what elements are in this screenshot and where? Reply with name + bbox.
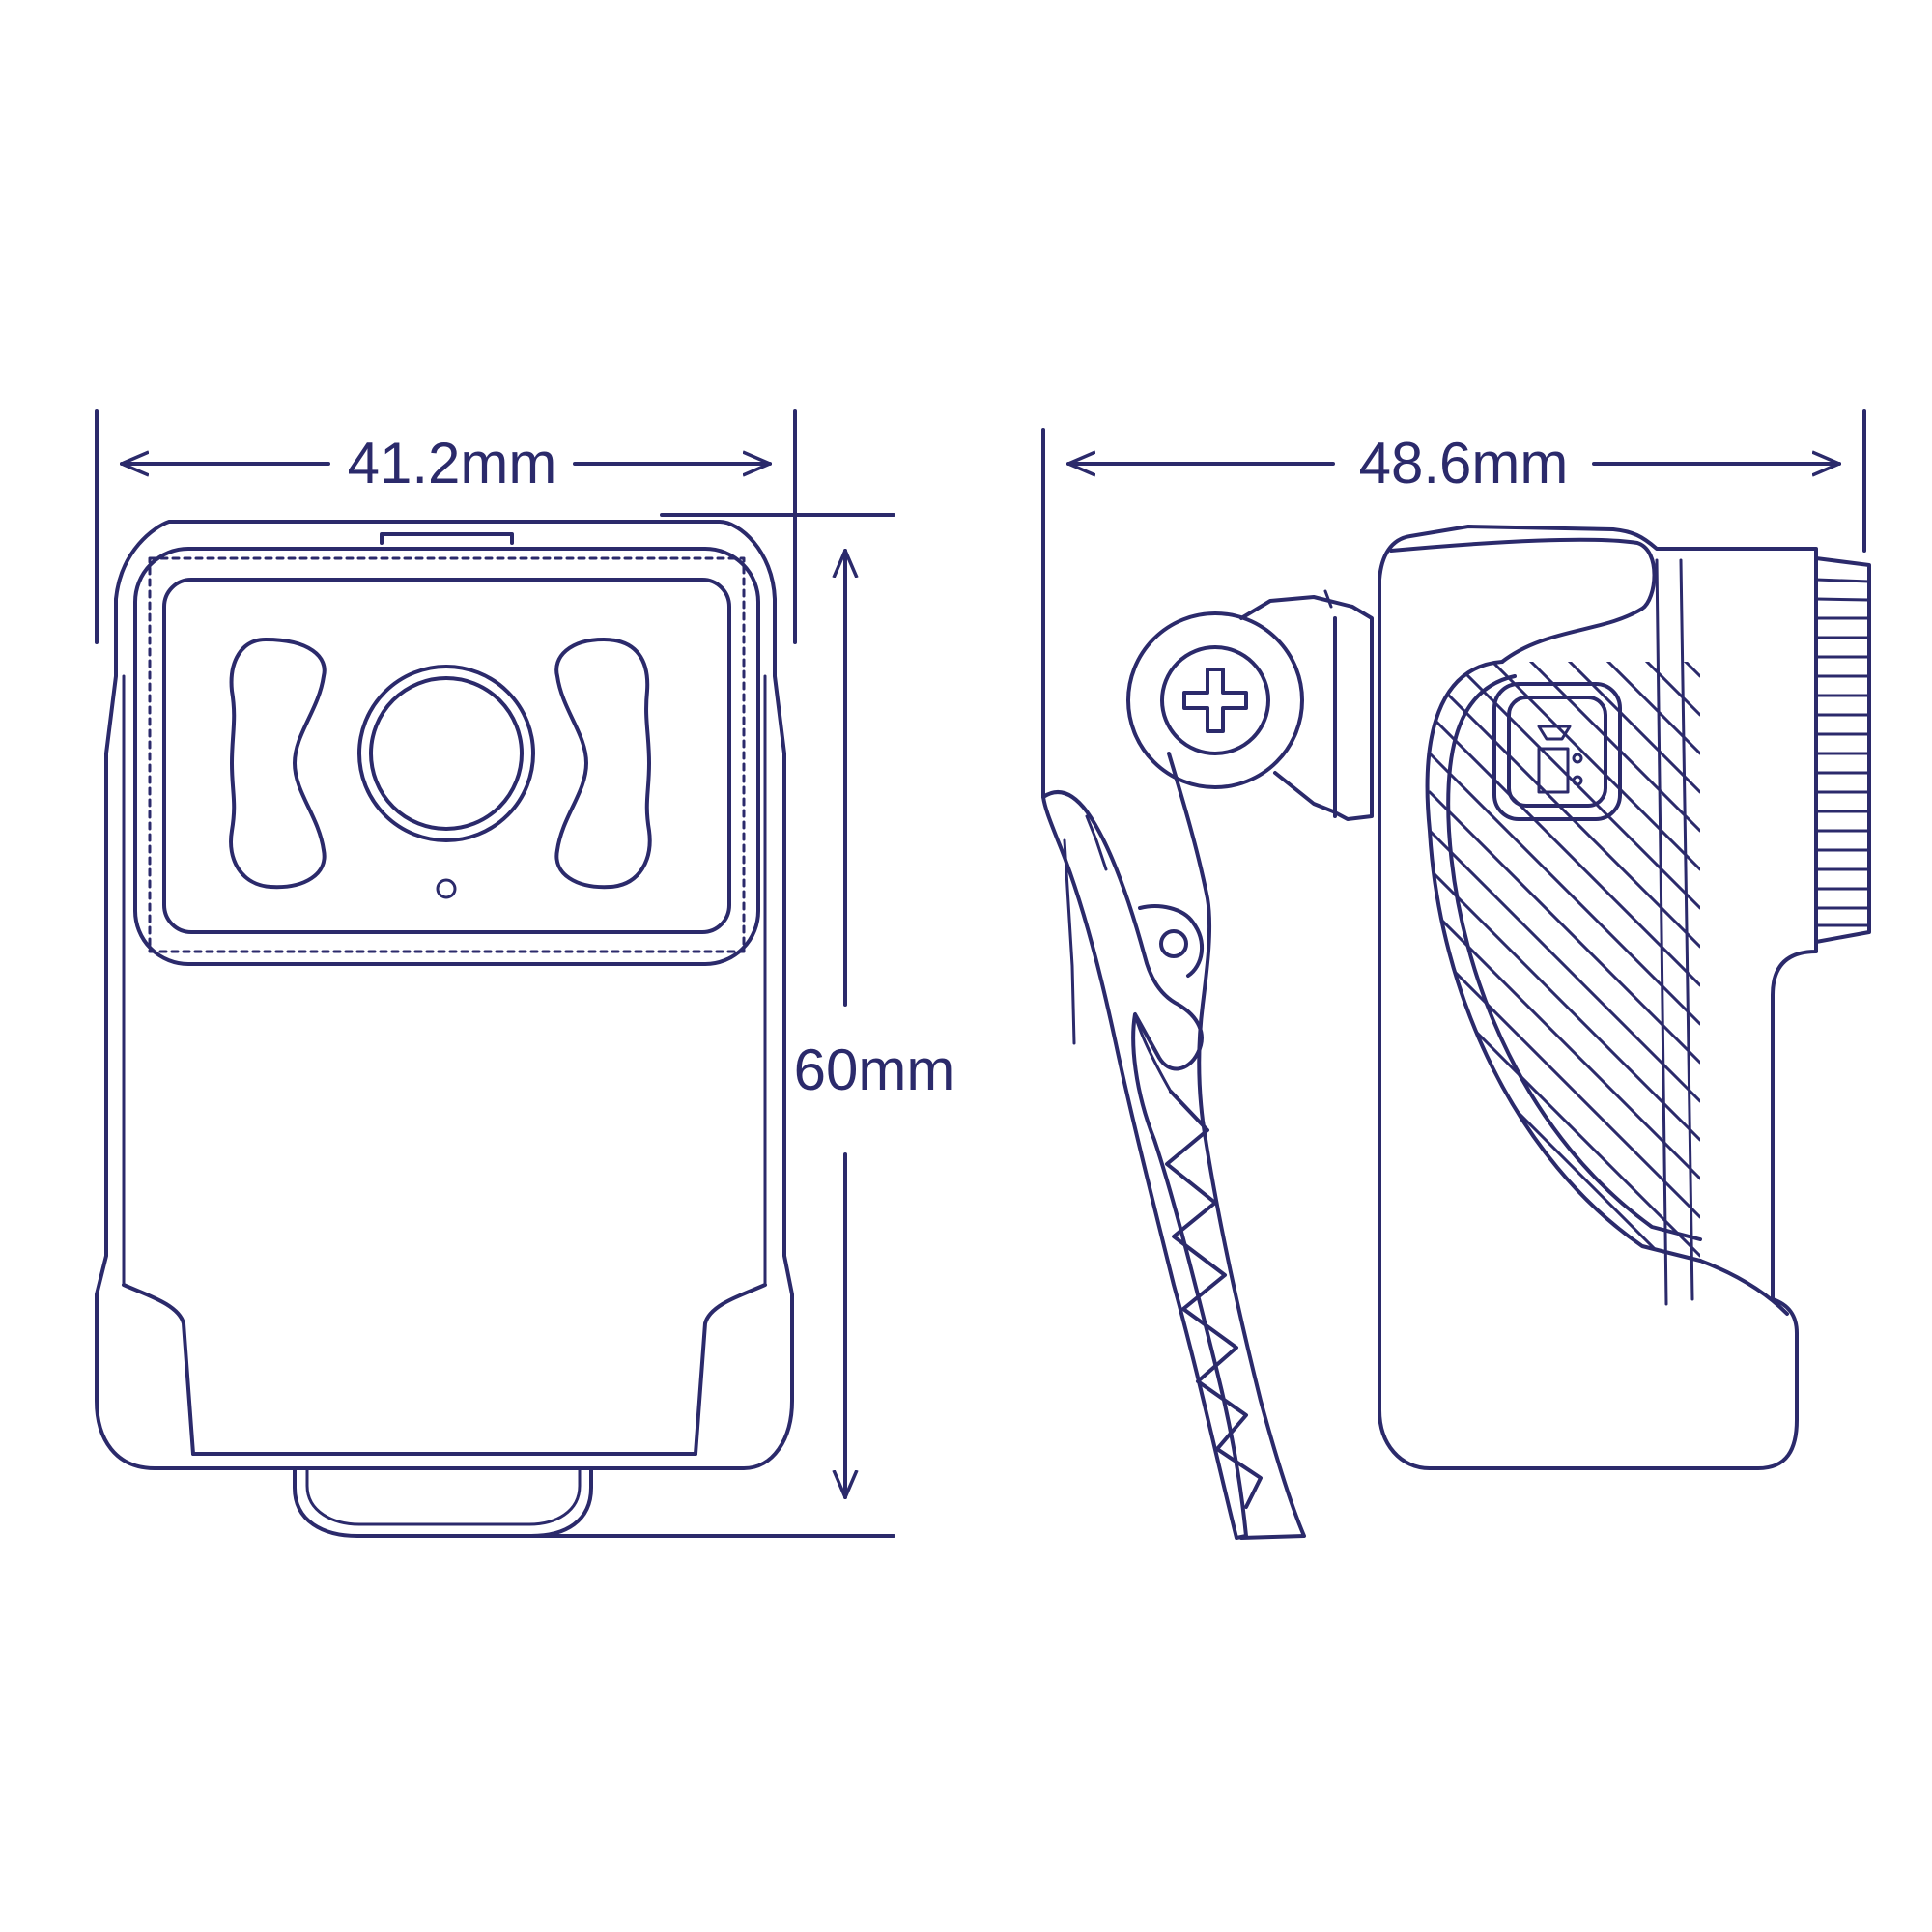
side-body-outline [1378,525,1818,1470]
clip-pivot-hole [1159,929,1188,958]
front-panel-outer [133,547,760,966]
front-clip-tab [293,1466,593,1538]
front-panel-inner [162,578,731,934]
left-ir-light [229,638,327,890]
hinge-screw-outer [1126,611,1304,789]
right-ir-light [554,638,652,890]
side-view: 48.6mm [1041,409,1871,1540]
height-dimension: 60mm [520,513,955,1538]
front-body-outline [95,520,794,1470]
top-button [380,532,514,545]
side-width-dimension: 48.6mm [1041,409,1866,799]
front-panel-serration [148,556,746,953]
cross-screw-icon [1182,668,1248,733]
video-camera-icon [1537,724,1572,741]
microphone-hole [436,878,457,899]
grip-hatching [1428,662,1700,1261]
height-label: 60mm [794,1037,955,1102]
front-width-label: 41.2mm [348,431,557,496]
clip-teeth [1165,1090,1263,1509]
front-width-dimension: 41.2mm [95,409,797,644]
front-view: 41.2mm 60mm [95,409,955,1538]
record-button [1492,682,1622,821]
clip-outer-arm [1041,790,1248,1540]
lens-outer [357,665,535,842]
clip-inner-arm [1167,752,1306,1540]
clip [1041,752,1306,1540]
hinge-screw-inner [1160,645,1270,755]
lens-inner [369,676,524,831]
side-width-label: 48.6mm [1359,431,1569,496]
clip-hinge [1126,589,1374,821]
side-lens-barrel [1814,556,1871,944]
